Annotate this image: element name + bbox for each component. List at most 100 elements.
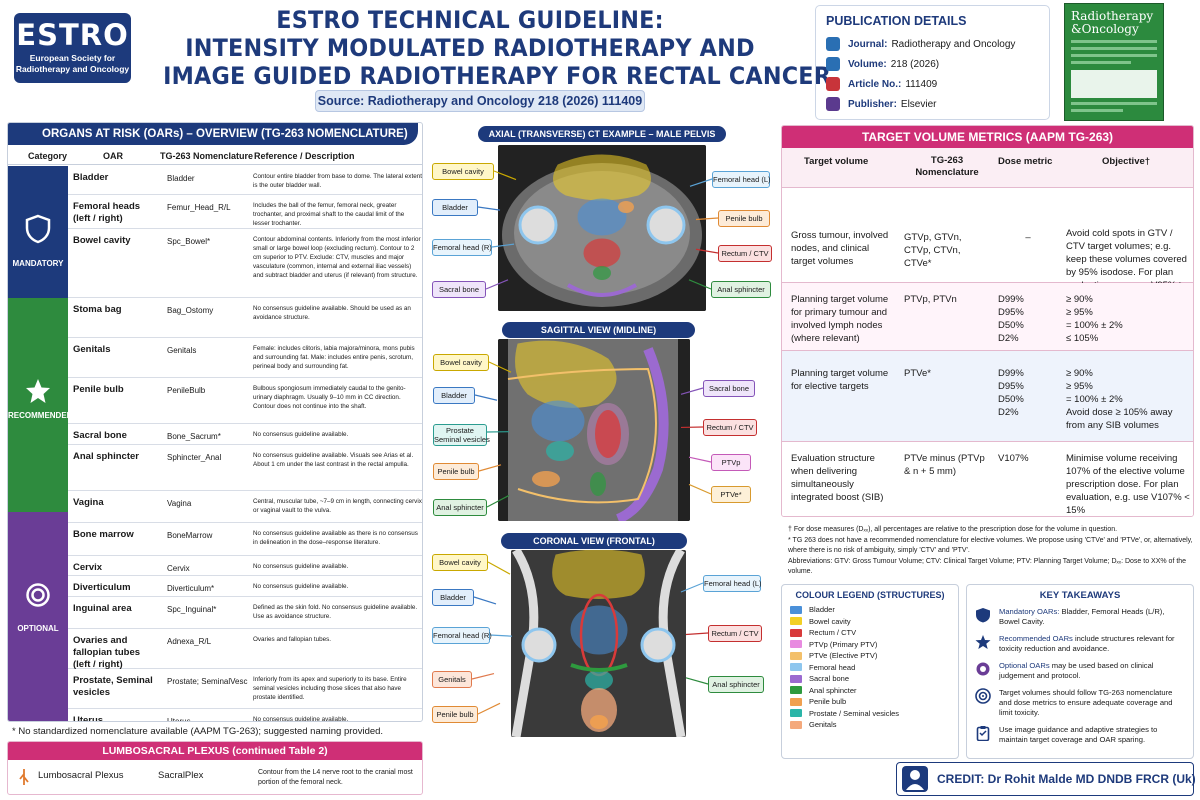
legend-item: Sacral bone bbox=[790, 673, 950, 685]
coronal-leader-line bbox=[473, 596, 497, 605]
tv-title: TARGET VOLUME METRICS (AAPM TG-263) bbox=[782, 126, 1193, 148]
sagittal-label: Rectum / CTV bbox=[703, 419, 757, 436]
coronal-leader-line bbox=[685, 632, 709, 636]
tv-obj: ≥ 90%≥ 95%= 100% ± 2%Avoid dose ≥ 105% a… bbox=[1066, 367, 1191, 432]
takeaway-lead: Optional OARs bbox=[999, 661, 1050, 670]
axial-label: Anal sphincter bbox=[711, 281, 771, 298]
takeaway-item: Optional OARs may be used based on clini… bbox=[975, 661, 1185, 681]
oar-tg263: Genitals bbox=[167, 346, 197, 355]
publication-label: Volume: bbox=[848, 58, 887, 70]
journal-cover: Radiotherapy &Oncology bbox=[1064, 3, 1164, 121]
tv-dose: D99%D95%D50%D2% bbox=[998, 293, 1058, 345]
oar-description: Contour entire bladder from base to dome… bbox=[253, 173, 422, 189]
lumbo-title: LUMBOSACRAL PLEXUS (continued Table 2) bbox=[8, 742, 422, 760]
tv-row: Planning target volume for primary tumou… bbox=[782, 283, 1193, 351]
axial-leader-line bbox=[689, 178, 713, 187]
tv-note: † For dose measures (Dₓₓ), all percentag… bbox=[788, 526, 1118, 533]
title-line-2: INTENSITY MODULATED RADIOTHERAPY AND bbox=[185, 34, 755, 62]
coronal-leader-line bbox=[471, 673, 495, 680]
oar-name: Cervix bbox=[73, 562, 103, 573]
header-oar: OAR bbox=[103, 151, 123, 161]
sagittal-label: Bowel cavity bbox=[433, 354, 489, 371]
coronal-label: Anal sphincter bbox=[708, 676, 764, 693]
tv-tg: PTVe minus (PTVp & n + 5 mm) bbox=[904, 453, 985, 477]
cover-decoration-2 bbox=[1071, 102, 1157, 112]
takeaway-item: Use image guidance and adaptive strategi… bbox=[975, 725, 1185, 745]
cover-title-2: &Oncology bbox=[1071, 22, 1139, 36]
coronal-label: Genitals bbox=[432, 671, 472, 688]
legend-swatch bbox=[790, 628, 802, 637]
oar-name: Femoral heads (left / right) bbox=[73, 201, 141, 224]
legend-item: Bladder bbox=[790, 604, 950, 616]
ring-icon bbox=[975, 661, 991, 677]
publication-row: Article No.:111409 bbox=[826, 74, 1039, 94]
axial-leader-line bbox=[485, 279, 509, 290]
oar-name: Bone marrow bbox=[73, 529, 134, 540]
cover-title-1: Radiotherapy bbox=[1071, 9, 1154, 23]
tv-tg: PTVp, PTVn bbox=[904, 294, 957, 305]
lumbo-name: Lumbosacral Plexus bbox=[38, 770, 124, 781]
axial-view-title: AXIAL (TRANSVERSE) CT EXAMPLE – MALE PEL… bbox=[478, 126, 726, 142]
oar-tg263: Spc_Inguinal* bbox=[167, 605, 217, 614]
tv-obj-line: ≥ 95% bbox=[1066, 307, 1093, 318]
sagittal-label: PTVp bbox=[711, 454, 751, 471]
tv-tg: PTVe* bbox=[904, 368, 931, 379]
publication-details: PUBLICATION DETAILS Journal:Radiotherapy… bbox=[815, 5, 1050, 120]
target-icon bbox=[975, 688, 991, 704]
legend-item: PTVe (Elective PTV) bbox=[790, 650, 950, 662]
nerve-icon bbox=[19, 769, 29, 785]
tv-note: * TG 263 does not have a recommended nom… bbox=[788, 537, 1193, 554]
tv-obj-line: = 100% ± 2% bbox=[1066, 320, 1123, 331]
tv-header-tg-1: TG-263 bbox=[930, 155, 964, 166]
tv-obj: Minimise volume receiving 107% of the el… bbox=[1066, 453, 1190, 516]
oar-name: Ovaries and fallopian tubes (left / righ… bbox=[73, 635, 141, 670]
oar-description: No consensus guideline available. bbox=[253, 431, 349, 438]
category-mandatory-label: MANDATORY bbox=[12, 259, 64, 268]
oar-name: Anal sphincter bbox=[73, 451, 139, 462]
tv-dose-line: D95% bbox=[998, 381, 1024, 392]
logo-sub-line2: Radiotherapy and Oncology bbox=[15, 64, 130, 74]
oar-description: Ovaries and fallopian tubes. bbox=[253, 636, 332, 643]
takeaways-title: KEY TAKEAWAYS bbox=[1039, 590, 1121, 601]
legend-label: PTVe (Elective PTV) bbox=[809, 651, 878, 661]
axial-leader-line bbox=[491, 243, 515, 248]
page-title: ESTRO TECHNICAL GUIDELINE: INTENSITY MOD… bbox=[140, 6, 831, 90]
publication-row: Journal:Radiotherapy and Oncology bbox=[826, 34, 1039, 54]
tv-header-objective: Objective† bbox=[1102, 156, 1151, 167]
publication-value: Radiotherapy and Oncology bbox=[891, 38, 1016, 50]
axial-label: Rectum / CTV bbox=[718, 245, 772, 262]
lumbosacral-plexus-row: LUMBOSACRAL PLEXUS (continued Table 2) L… bbox=[7, 741, 423, 795]
oar-tg263: Prostate; SeminalVesc bbox=[167, 677, 248, 686]
tv-header-dose: Dose metric bbox=[998, 156, 1053, 167]
publisher-icon bbox=[826, 97, 840, 111]
tv-target: Planning target volume for elective targ… bbox=[791, 368, 889, 392]
takeaway-item: Mandatory OARs: Bladder, Femoral Heads (… bbox=[975, 607, 1185, 627]
tv-obj-line: Avoid dose ≥ 105% away from any SIB volu… bbox=[1066, 407, 1173, 431]
tv-target: Planning target volume for primary tumou… bbox=[791, 294, 889, 344]
legend-label: Anal sphincter bbox=[809, 685, 857, 695]
oar-tg263: Diverticulum* bbox=[167, 584, 215, 593]
sagittal-label: Penile bulb bbox=[433, 463, 479, 480]
clipboard-icon bbox=[975, 725, 991, 742]
takeaway-lead: Recommended OARs bbox=[999, 634, 1073, 643]
oar-tg263: Bone_Sacrum* bbox=[167, 432, 221, 441]
axial-leader-line bbox=[493, 170, 517, 181]
coronal-ct-image bbox=[511, 550, 686, 737]
sagittal-leader-line bbox=[680, 387, 704, 395]
oar-tg263: Bag_Ostomy bbox=[167, 306, 214, 315]
takeaway-text: Mandatory OARs: Bladder, Femoral Heads (… bbox=[999, 607, 1185, 627]
legend-swatch bbox=[790, 605, 802, 614]
tv-dose-line: D2% bbox=[998, 333, 1019, 344]
oar-description: Defined as the skin fold. No consensus g… bbox=[253, 604, 418, 620]
cover-picture bbox=[1071, 70, 1157, 98]
legend-swatch bbox=[790, 709, 802, 718]
coronal-label: Bowel cavity bbox=[432, 554, 488, 571]
publication-value: 218 (2026) bbox=[890, 58, 940, 70]
legend-label: Bowel cavity bbox=[809, 616, 851, 626]
